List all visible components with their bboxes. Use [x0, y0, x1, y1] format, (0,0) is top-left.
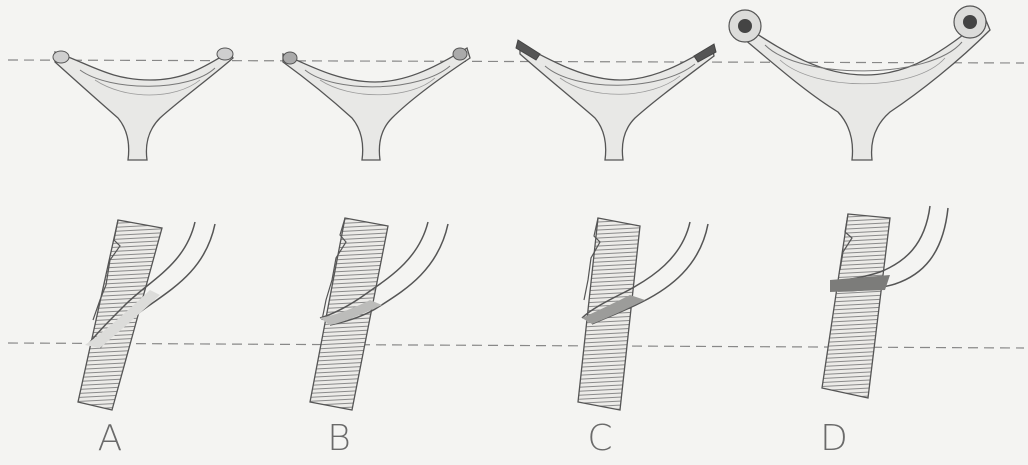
- panel-b-longitudinal-section: [310, 218, 448, 410]
- panel-c-longitudinal-section: [578, 218, 708, 410]
- upper-reference-line: [8, 60, 1024, 63]
- panel-label-c: C: [570, 418, 630, 459]
- panel-label-b: B: [309, 418, 369, 459]
- panel-label-d: D: [804, 418, 864, 459]
- panel-d-cross-section: [729, 6, 990, 160]
- panel-d-longitudinal-section: [822, 206, 948, 398]
- panel-a-longitudinal-section: [78, 220, 215, 410]
- panel-label-a: A: [80, 418, 140, 459]
- panel-b-cross-section: [283, 48, 470, 160]
- panel-c-cross-section: [516, 40, 716, 160]
- panel-a-cross-section: [53, 48, 233, 160]
